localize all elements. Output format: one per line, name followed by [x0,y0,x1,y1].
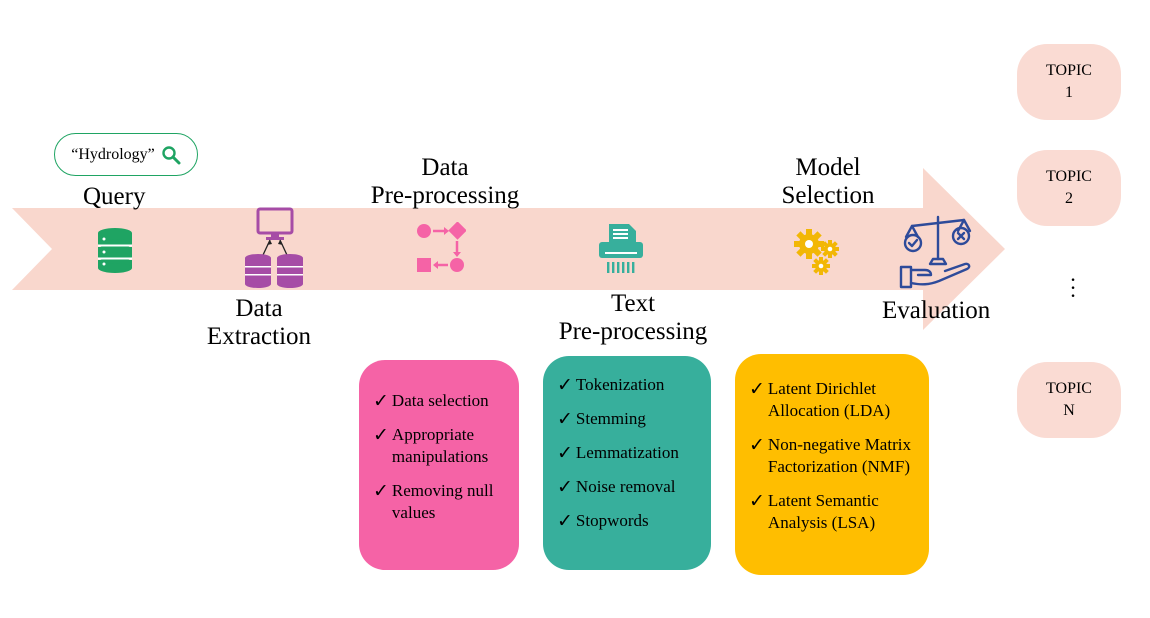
search-icon [162,145,181,164]
balance-scale-icon [899,215,972,289]
stage-label-model-selection: Model Selection [781,154,875,209]
gears-icon [794,229,839,275]
stage-label-text-preprocessing: Text Pre-processing [558,290,708,345]
process-flow-icon [417,222,466,272]
check-icon: ✓ [373,424,389,446]
database-icon [98,228,132,273]
stage-label-evaluation: Evaluation [882,297,991,324]
query-text: “Hydrology” [71,145,155,163]
check-icon: ✓ [749,378,765,400]
text-preprocessing-box: ✓Tokenization ✓Stemming ✓Lemmatization ✓… [543,356,711,570]
stage-label-query: Query [83,183,146,210]
stage-label-data-preprocessing: Data Pre-processing [370,154,520,209]
check-icon: ✓ [749,490,765,512]
check-icon: ✓ [557,476,573,498]
ellipsis-vertical-icon: ··· [1069,267,1077,308]
list-item: ✓Tokenization [557,374,665,396]
text-preprocessing-list: ✓Tokenization ✓Stemming ✓Lemmatization ✓… [557,374,699,532]
check-icon: ✓ [373,390,389,412]
check-icon: ✓ [557,374,573,396]
check-icon: ✓ [373,480,389,502]
list-item: ✓Lemmatization [557,442,679,464]
list-item: ✓Stopwords [557,510,649,532]
query-search-box[interactable]: “Hydrology” [54,133,198,176]
check-icon: ✓ [557,408,573,430]
check-icon: ✓ [749,434,765,456]
list-item: ✓Data selection [373,390,489,412]
shredder-icon [599,224,643,273]
check-icon: ✓ [557,510,573,532]
check-icon: ✓ [557,442,573,464]
data-extraction-icon [245,207,303,288]
stage-label-data-extraction: Data Extraction [206,295,312,350]
list-item: ✓Stemming [557,408,646,430]
list-item: ✓Noise removal [557,476,676,498]
